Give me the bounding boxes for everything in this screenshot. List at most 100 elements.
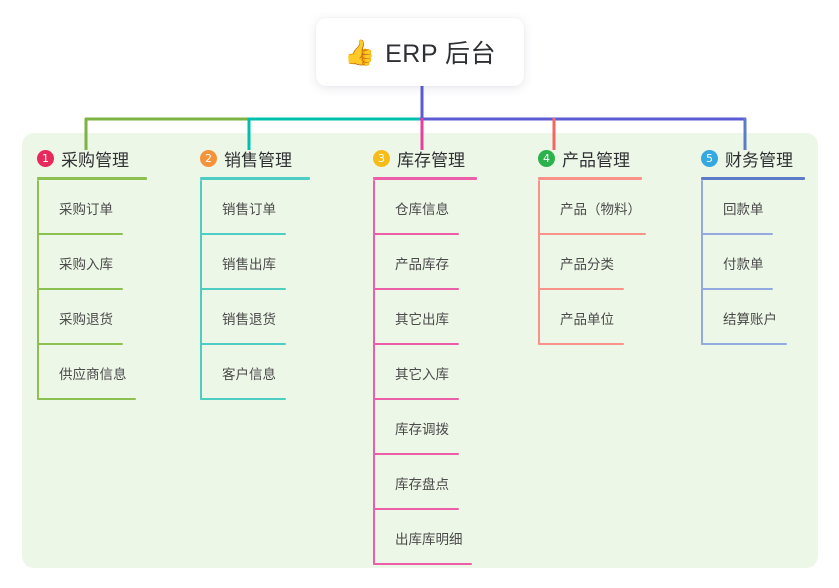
item-rule xyxy=(373,233,459,235)
list-item[interactable]: 供应商信息 xyxy=(37,345,147,400)
item-label: 销售退货 xyxy=(222,312,276,327)
item-label: 库存调拨 xyxy=(395,422,449,437)
item-label: 采购入库 xyxy=(59,257,113,272)
column-header-5[interactable]: 5 财务管理 xyxy=(701,146,805,170)
list-item[interactable]: 付款单 xyxy=(701,235,805,290)
column-rule-4 xyxy=(538,177,642,180)
list-item[interactable]: 销售退货 xyxy=(200,290,310,345)
item-label: 销售订单 xyxy=(222,202,276,217)
column-rule-3 xyxy=(373,177,477,180)
column-title-5: 财务管理 xyxy=(725,150,793,170)
item-label: 仓库信息 xyxy=(395,202,449,217)
trunk-2 xyxy=(200,180,202,400)
item-label: 其它入库 xyxy=(395,367,449,382)
list-item[interactable]: 客户信息 xyxy=(200,345,310,400)
item-label: 库存盘点 xyxy=(395,477,449,492)
item-rule xyxy=(373,288,459,290)
item-rule xyxy=(37,398,136,400)
list-item[interactable]: 产品库存 xyxy=(373,235,477,290)
column-title-4: 产品管理 xyxy=(562,150,630,170)
trunk-3 xyxy=(373,180,375,565)
column-rule-5 xyxy=(701,177,805,180)
item-label: 付款单 xyxy=(723,257,764,272)
list-item[interactable]: 采购订单 xyxy=(37,180,147,235)
list-item[interactable]: 销售出库 xyxy=(200,235,310,290)
column-header-3[interactable]: 3 库存管理 xyxy=(373,146,477,170)
item-rule xyxy=(538,343,624,345)
badge-3: 3 xyxy=(373,149,390,167)
item-rule xyxy=(373,563,472,565)
column-inventory: 3 库存管理 仓库信息 产品库存 其它出库 其它入库 库存调拨 库存盘点 xyxy=(373,146,477,565)
list-item[interactable]: 库存调拨 xyxy=(373,400,477,455)
item-label: 回款单 xyxy=(723,202,764,217)
badge-1: 1 xyxy=(37,149,54,167)
item-list-4: 产品（物料） 产品分类 产品单位 xyxy=(538,180,646,345)
item-label: 供应商信息 xyxy=(59,367,127,382)
column-title-2: 销售管理 xyxy=(224,150,292,170)
item-rule xyxy=(538,233,646,235)
item-rule xyxy=(701,233,773,235)
column-title-1: 采购管理 xyxy=(61,150,129,170)
column-header-2[interactable]: 2 销售管理 xyxy=(200,146,310,170)
item-list-2: 销售订单 销售出库 销售退货 客户信息 xyxy=(200,180,310,400)
column-header-4[interactable]: 4 产品管理 xyxy=(538,146,642,170)
item-label: 客户信息 xyxy=(222,367,276,382)
item-rule xyxy=(37,288,123,290)
badge-5: 5 xyxy=(701,149,718,167)
list-item[interactable]: 销售订单 xyxy=(200,180,310,235)
item-rule xyxy=(701,288,773,290)
item-rule xyxy=(538,288,624,290)
list-item[interactable]: 采购退货 xyxy=(37,290,147,345)
item-rule xyxy=(200,233,286,235)
root-title: ERP 后台 xyxy=(385,40,497,68)
list-item[interactable]: 其它入库 xyxy=(373,345,477,400)
column-finance: 5 财务管理 回款单 付款单 结算账户 xyxy=(701,146,805,345)
item-rule xyxy=(37,343,123,345)
list-item[interactable]: 产品分类 xyxy=(538,235,642,290)
list-item[interactable]: 产品（物料） xyxy=(538,180,646,235)
column-product: 4 产品管理 产品（物料） 产品分类 产品单位 xyxy=(538,146,646,345)
item-label: 结算账户 xyxy=(723,312,777,327)
list-item[interactable]: 产品单位 xyxy=(538,290,642,345)
thumbs-up-icon: 👍 xyxy=(343,38,376,67)
item-rule xyxy=(200,398,286,400)
list-item[interactable]: 回款单 xyxy=(701,180,805,235)
column-procurement: 1 采购管理 采购订单 采购入库 采购退货 供应商信息 xyxy=(37,146,147,400)
trunk-4 xyxy=(538,180,540,345)
item-rule xyxy=(373,398,459,400)
item-list-3: 仓库信息 产品库存 其它出库 其它入库 库存调拨 库存盘点 出库库明细 xyxy=(373,180,477,565)
column-rule-2 xyxy=(200,177,310,180)
item-rule xyxy=(373,508,459,510)
column-rule-1 xyxy=(37,177,147,180)
root-node[interactable]: 👍 ERP 后台 xyxy=(316,18,524,86)
item-label: 采购订单 xyxy=(59,202,113,217)
badge-2: 2 xyxy=(200,149,217,167)
list-item[interactable]: 库存盘点 xyxy=(373,455,477,510)
list-item[interactable]: 结算账户 xyxy=(701,290,805,345)
item-label: 其它出库 xyxy=(395,312,449,327)
item-rule xyxy=(200,288,286,290)
column-header-1[interactable]: 1 采购管理 xyxy=(37,146,147,170)
item-rule xyxy=(373,453,459,455)
item-list-5: 回款单 付款单 结算账户 xyxy=(701,180,805,345)
item-label: 出库库明细 xyxy=(395,532,463,547)
trunk-5 xyxy=(701,180,703,345)
item-rule xyxy=(373,343,459,345)
list-item[interactable]: 其它出库 xyxy=(373,290,477,345)
item-rule xyxy=(701,343,787,345)
item-label: 产品库存 xyxy=(395,257,449,272)
item-label: 产品单位 xyxy=(560,312,614,327)
list-item[interactable]: 采购入库 xyxy=(37,235,147,290)
item-label: 产品（物料） xyxy=(560,202,641,217)
list-item[interactable]: 出库库明细 xyxy=(373,510,477,565)
badge-4: 4 xyxy=(538,149,555,167)
list-item[interactable]: 仓库信息 xyxy=(373,180,477,235)
item-rule xyxy=(200,343,286,345)
item-label: 产品分类 xyxy=(560,257,614,272)
diagram-panel xyxy=(22,133,818,568)
item-rule xyxy=(37,233,123,235)
item-list-1: 采购订单 采购入库 采购退货 供应商信息 xyxy=(37,180,147,400)
trunk-1 xyxy=(37,180,39,400)
item-label: 采购退货 xyxy=(59,312,113,327)
item-label: 销售出库 xyxy=(222,257,276,272)
